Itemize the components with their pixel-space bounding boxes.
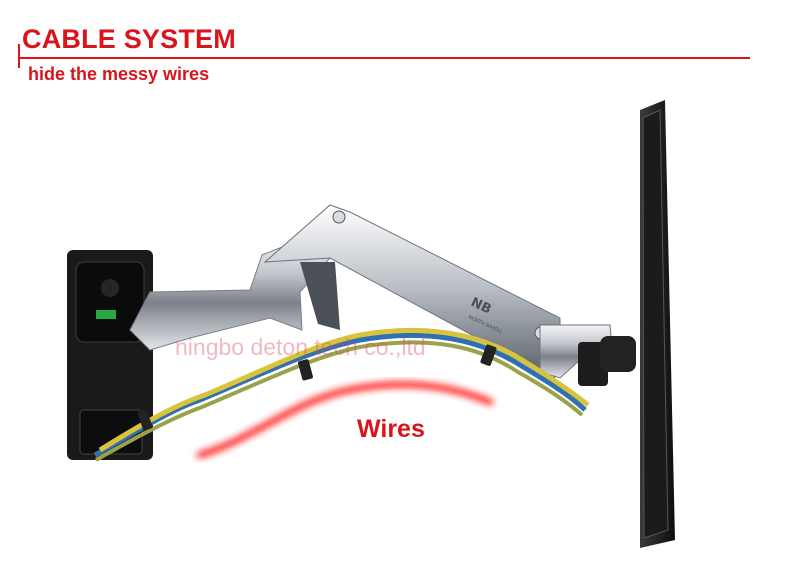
cable-bundle (93, 327, 590, 462)
wire-highlight-glow (196, 381, 494, 459)
watermark: ningbo deton tech co.,ltd (175, 334, 426, 360)
monitor-arm: NB NORTH BAYOU (129, 204, 636, 386)
page-title: CABLE SYSTEM (22, 24, 236, 54)
header-divider-line (18, 57, 750, 59)
monitor (640, 100, 675, 548)
page-subtitle: hide the messy wires (28, 64, 210, 84)
header-tick-mark (18, 44, 20, 68)
wires-label: Wires (357, 415, 425, 443)
